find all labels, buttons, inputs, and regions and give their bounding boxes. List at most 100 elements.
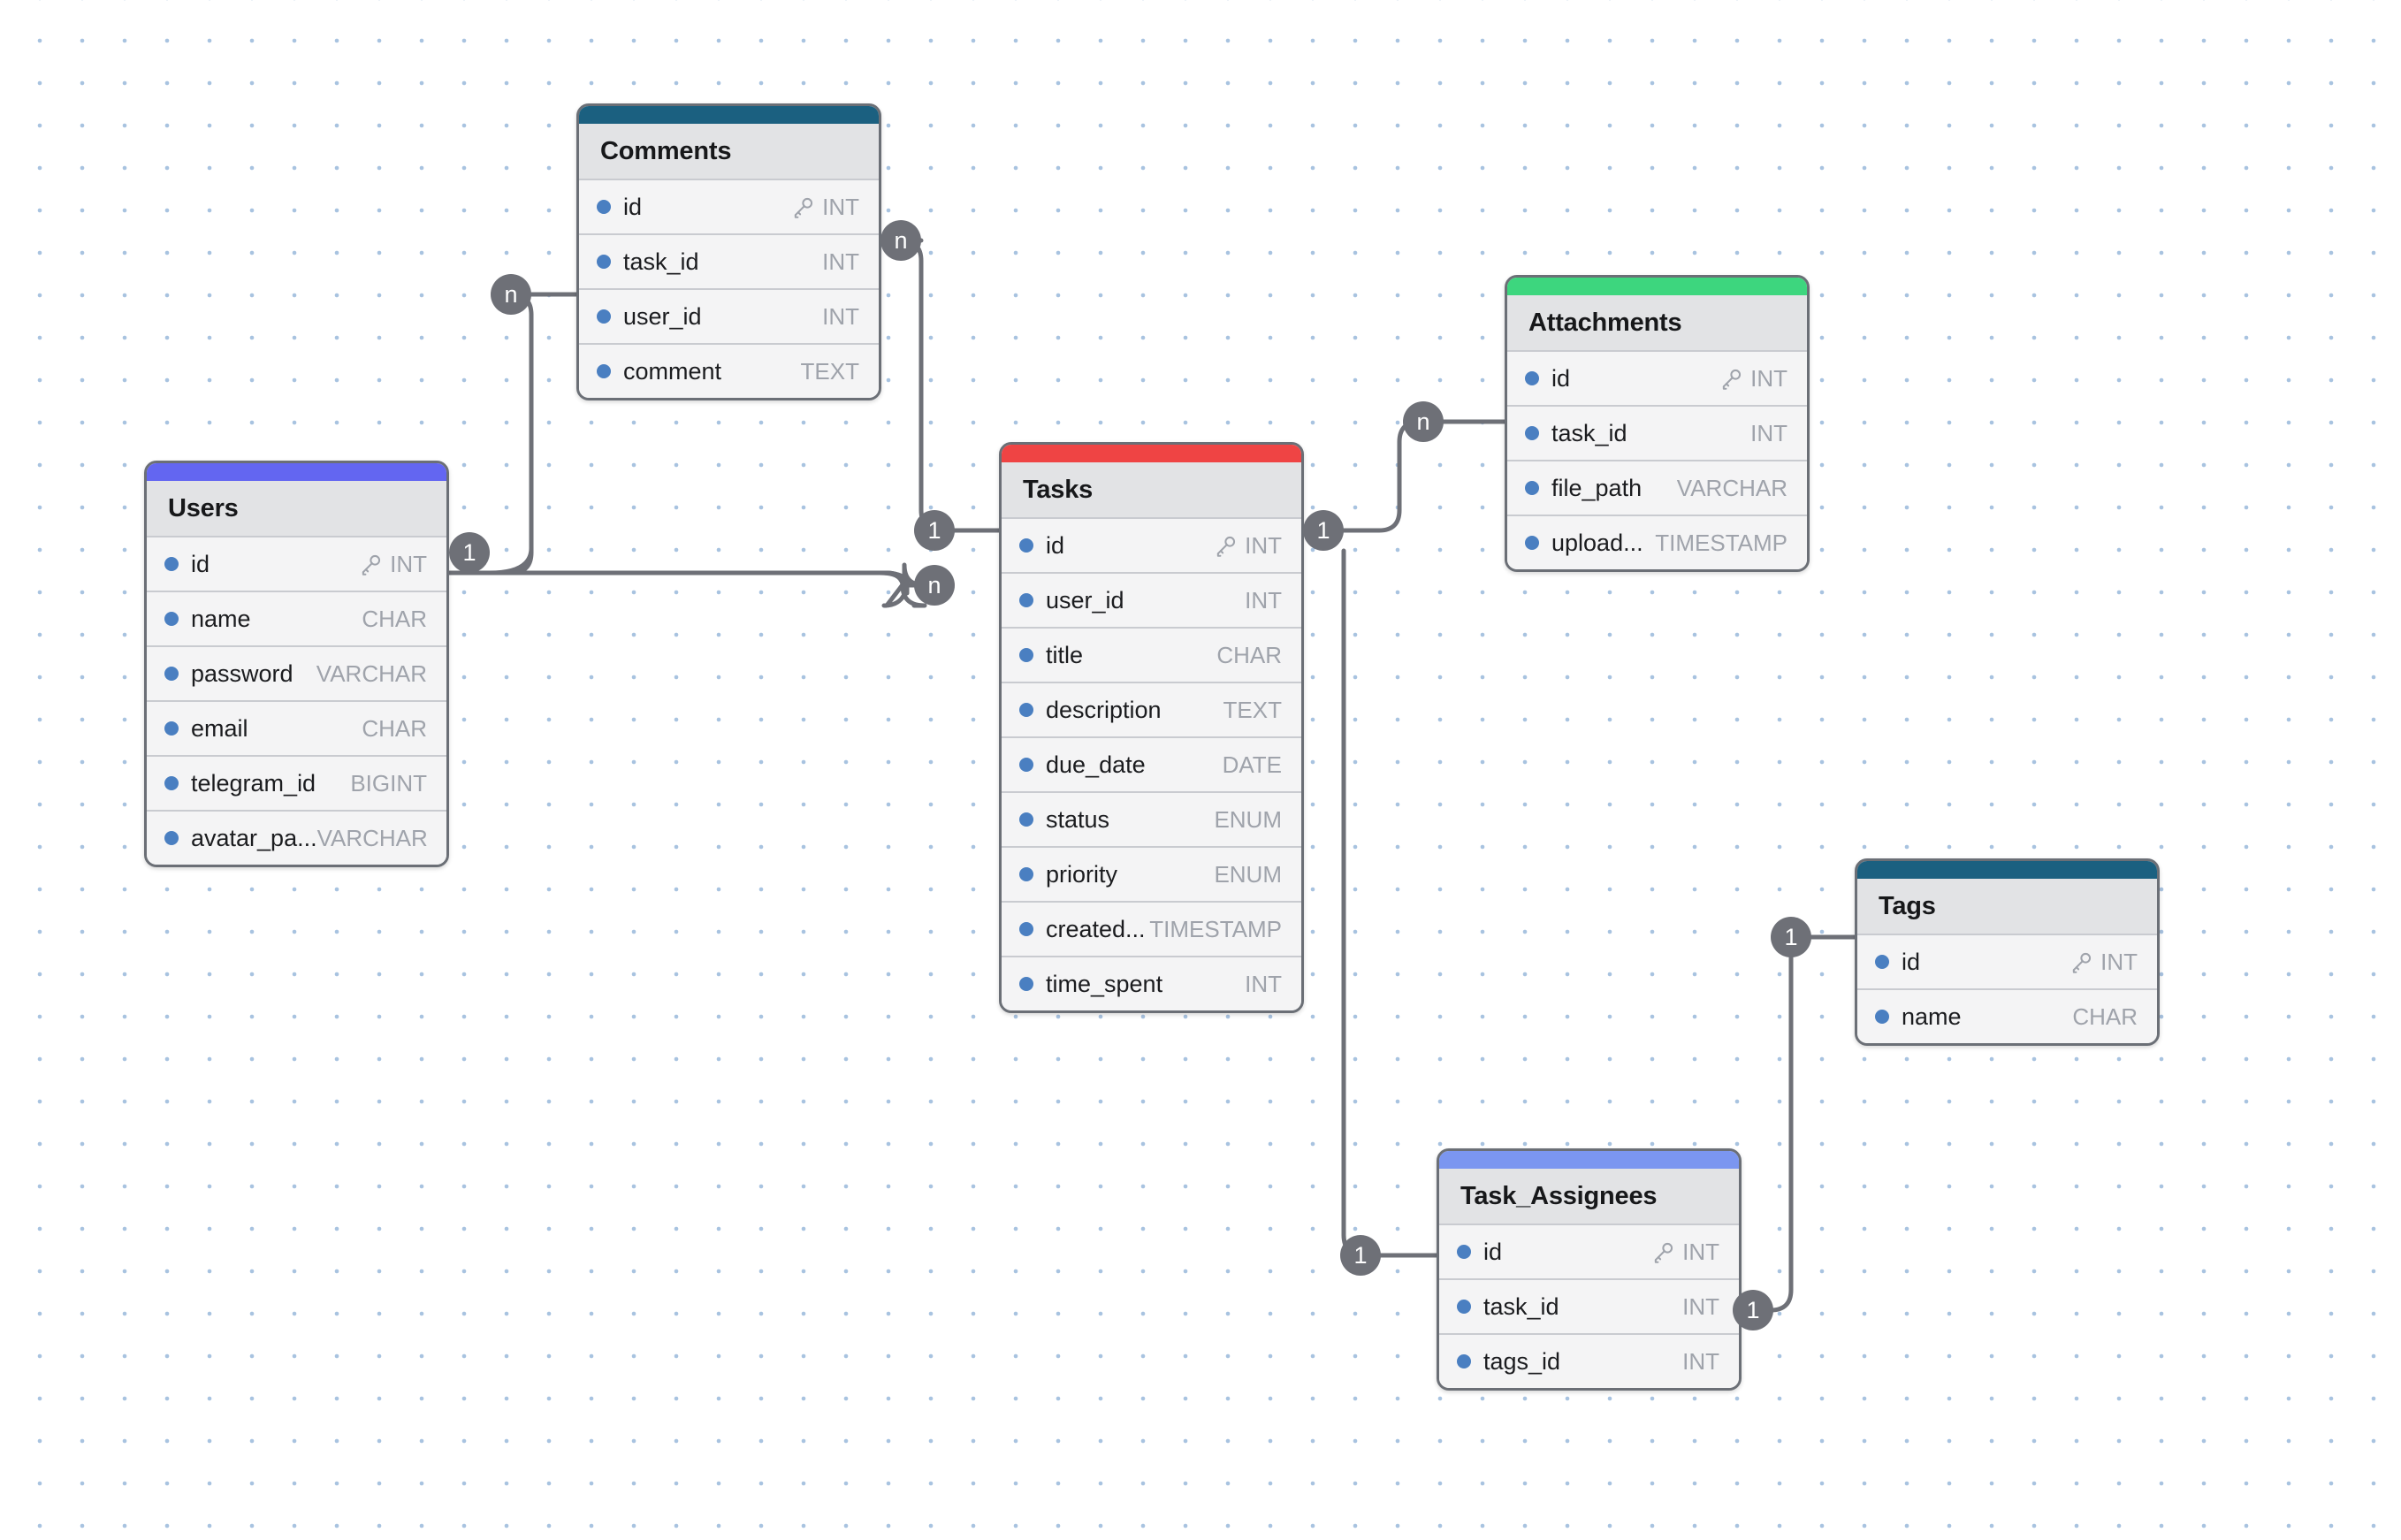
column-name: name — [1902, 1003, 1962, 1030]
column-row[interactable]: task_id INT — [1507, 405, 1807, 460]
cardinality-badge[interactable]: 1 — [1771, 917, 1811, 957]
cardinality-badge[interactable]: n — [491, 274, 531, 315]
column-dot-icon — [1525, 536, 1539, 550]
column-name: avatar_pa... — [191, 824, 317, 851]
column-row[interactable]: task_id INT — [1439, 1278, 1739, 1333]
column-name: id — [623, 193, 643, 220]
column-type: CHAR — [362, 605, 427, 632]
column-dot-icon — [1875, 955, 1889, 969]
column-name: priority — [1046, 860, 1118, 888]
table-card-task-assignees[interactable]: Task_Assignees id INT task_id INT tags_i… — [1437, 1148, 1742, 1391]
primary-key-icon — [1722, 369, 1742, 390]
cardinality-badge[interactable]: n — [1403, 401, 1444, 442]
cardinality-badge[interactable]: 1 — [1340, 1235, 1381, 1276]
column-name: user_id — [623, 302, 702, 330]
column-dot-icon — [1019, 648, 1033, 662]
column-dot-icon — [1019, 922, 1033, 936]
primary-key-icon — [794, 197, 813, 218]
column-dot-icon — [1457, 1245, 1471, 1259]
column-name: upload... — [1551, 529, 1643, 556]
column-name: id — [191, 550, 210, 577]
column-row[interactable]: due_date DATE — [1002, 736, 1301, 791]
column-type: INT — [1682, 1347, 1719, 1375]
accent-bar-tasks — [1002, 445, 1301, 462]
column-row[interactable]: email CHAR — [147, 700, 446, 755]
column-dot-icon — [1525, 481, 1539, 495]
column-type: INT — [1245, 586, 1282, 614]
column-name: id — [1551, 364, 1571, 392]
column-row[interactable]: created... TIMESTAMP — [1002, 901, 1301, 956]
column-type: INT — [822, 302, 859, 330]
column-row[interactable]: avatar_pa... VARCHAR — [147, 810, 446, 865]
cardinality-badge[interactable]: 1 — [1303, 510, 1344, 551]
column-name: status — [1046, 805, 1110, 833]
column-name: password — [191, 659, 293, 687]
column-name: email — [191, 714, 248, 742]
accent-bar-task-assignees — [1439, 1151, 1739, 1169]
column-type: INT — [1750, 364, 1787, 392]
cardinality-badge[interactable]: 1 — [914, 510, 955, 551]
column-row[interactable]: time_spent INT — [1002, 956, 1301, 1010]
column-row[interactable]: description TEXT — [1002, 682, 1301, 736]
column-type: DATE — [1222, 751, 1282, 778]
cardinality-badge[interactable]: 1 — [1733, 1290, 1773, 1330]
column-row[interactable]: title CHAR — [1002, 627, 1301, 682]
table-card-tags[interactable]: Tags id INT name CHAR — [1855, 858, 2160, 1046]
table-title-attachments: Attachments — [1507, 295, 1807, 350]
column-row[interactable]: id INT — [579, 179, 879, 233]
cardinality-badge[interactable]: n — [914, 565, 955, 606]
column-row[interactable]: upload... TIMESTAMP — [1507, 515, 1807, 569]
column-dot-icon — [1875, 1010, 1889, 1024]
column-row[interactable]: file_path VARCHAR — [1507, 460, 1807, 515]
table-card-tasks[interactable]: Tasks id INT user_id INT title CHAR desc… — [999, 442, 1304, 1013]
table-title-tasks: Tasks — [1002, 462, 1301, 517]
column-type: TEXT — [800, 357, 859, 385]
column-row[interactable]: id INT — [147, 536, 446, 591]
column-name: task_id — [623, 248, 699, 275]
column-type: INT — [1245, 531, 1282, 559]
column-type: VARCHAR — [316, 824, 428, 851]
column-type: TIMESTAMP — [1655, 529, 1787, 556]
column-row[interactable]: id INT — [1857, 934, 2157, 988]
table-card-users[interactable]: Users id INT name CHAR password VARCHAR … — [144, 461, 449, 867]
column-type: INT — [1245, 970, 1282, 997]
column-row[interactable]: user_id INT — [1002, 572, 1301, 627]
accent-bar-comments — [579, 106, 879, 124]
column-row[interactable]: tags_id INT — [1439, 1333, 1739, 1388]
column-dot-icon — [1019, 867, 1033, 881]
column-dot-icon — [1525, 371, 1539, 385]
edge-tasks-assignees — [1341, 548, 1367, 1258]
cardinality-badge[interactable]: 1 — [449, 532, 490, 573]
column-dot-icon — [164, 721, 179, 736]
column-dot-icon — [1019, 703, 1033, 717]
column-row[interactable]: name CHAR — [147, 591, 446, 645]
column-row[interactable]: task_id INT — [579, 233, 879, 288]
accent-bar-users — [147, 463, 446, 481]
column-dot-icon — [164, 667, 179, 681]
edge-users-comments — [446, 292, 534, 576]
column-row[interactable]: password VARCHAR — [147, 645, 446, 700]
column-row[interactable]: user_id INT — [579, 288, 879, 343]
column-row[interactable]: id INT — [1002, 517, 1301, 572]
cardinality-badge[interactable]: n — [880, 220, 921, 261]
column-name: title — [1046, 641, 1084, 668]
column-row[interactable]: telegram_id BIGINT — [147, 755, 446, 810]
column-row[interactable]: id INT — [1507, 350, 1807, 405]
column-row[interactable]: name CHAR — [1857, 988, 2157, 1043]
column-dot-icon — [597, 255, 611, 269]
edge-tasks-comments — [898, 238, 1002, 533]
table-card-attachments[interactable]: Attachments id INT task_id INT file_path… — [1505, 275, 1810, 572]
column-dot-icon — [597, 364, 611, 378]
column-row[interactable]: comment TEXT — [579, 343, 879, 398]
column-type: CHAR — [2072, 1003, 2138, 1030]
edge-tags-assignees — [1768, 934, 1857, 1313]
table-card-comments[interactable]: Comments id INT task_id INT user_id INT … — [576, 103, 881, 400]
column-row[interactable]: id INT — [1439, 1224, 1739, 1278]
primary-key-icon — [1654, 1242, 1673, 1263]
column-dot-icon — [1019, 977, 1033, 991]
column-type: INT — [1682, 1292, 1719, 1320]
column-name: name — [191, 605, 251, 632]
column-row[interactable]: priority ENUM — [1002, 846, 1301, 901]
column-row[interactable]: status ENUM — [1002, 791, 1301, 846]
